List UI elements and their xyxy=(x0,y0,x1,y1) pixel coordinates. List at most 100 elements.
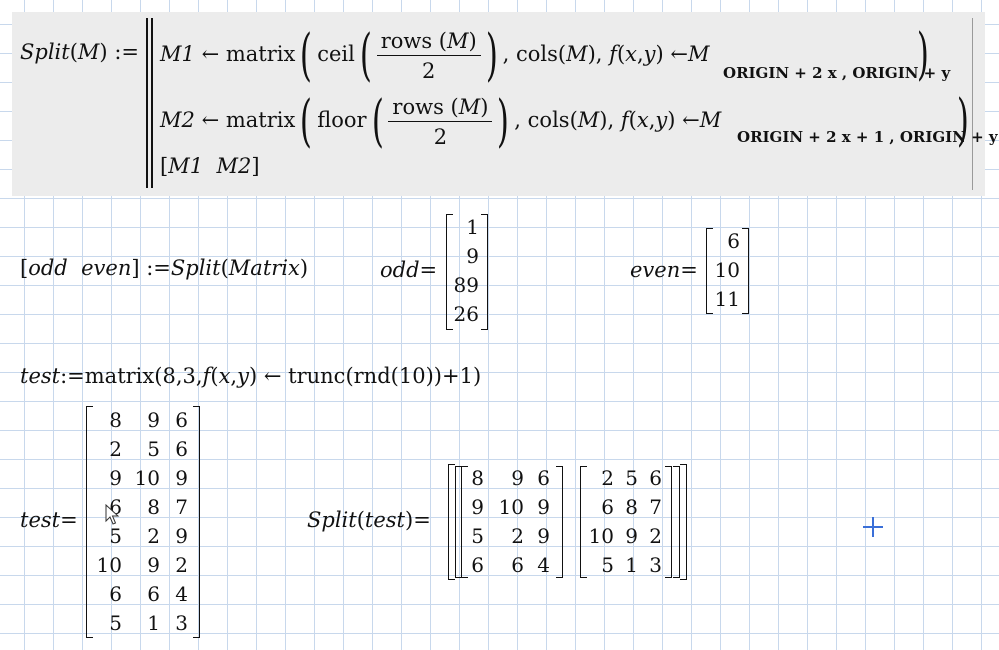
rows-arg: 8 xyxy=(162,364,176,388)
split-m2-cell: 3 xyxy=(649,553,662,577)
rparen-big: ) xyxy=(497,88,510,154)
divisor: 2 xyxy=(422,58,436,83)
split-definition-region[interactable] xyxy=(12,12,985,196)
comma: , xyxy=(607,108,615,132)
program-line-3[interactable]: [M1 M2] xyxy=(160,154,260,178)
test-var: test xyxy=(20,508,61,532)
test-matrix-cell: 2 xyxy=(147,524,160,548)
even-cell: 11 xyxy=(714,287,740,311)
program-line-1[interactable]: M1 ← matrix(ceil(rows (M)2), cols(M), f(… xyxy=(160,22,710,88)
matrix-fn: matrix xyxy=(225,42,296,66)
split-outer-left-bracket xyxy=(448,464,455,580)
x-var: x xyxy=(218,364,231,388)
split-m2-cell: 8 xyxy=(625,495,638,519)
test-matrix-cell: 4 xyxy=(175,582,188,606)
m-arg: M xyxy=(577,108,600,132)
m2-var: M2 xyxy=(216,154,252,178)
split-m2-cell: 5 xyxy=(601,553,614,577)
odd-cell: 89 xyxy=(453,273,479,297)
divisor: 2 xyxy=(433,124,448,149)
rnd-arg: 10 xyxy=(398,364,426,388)
test-matrix-cell: 2 xyxy=(175,553,188,577)
split-outer-right-bracket-inner xyxy=(673,466,680,578)
assign-operator: := xyxy=(60,364,85,388)
odd-cell: 9 xyxy=(466,244,479,268)
test-definition[interactable]: test:=matrix(8,3,f(x,y) ← trunc(rnd(10))… xyxy=(20,364,482,388)
split-m2-cell: 7 xyxy=(649,495,662,519)
split-m1-cell: 9 xyxy=(537,495,550,519)
program-bar-inner xyxy=(151,18,153,188)
test-matrix-cell: 6 xyxy=(147,582,160,606)
m2-left-bracket xyxy=(580,466,587,578)
test-matrix-cell: 8 xyxy=(109,408,122,432)
test-matrix-cell: 8 xyxy=(147,495,160,519)
split-m2-cell: 6 xyxy=(649,466,662,490)
local-assign-arrow: ← xyxy=(201,108,220,132)
test-matrix-cell: 10 xyxy=(134,466,160,490)
odd-var: odd xyxy=(380,258,420,282)
test-matrix-cell: 3 xyxy=(175,611,188,635)
rows-over-2-fraction: rows (M)2 xyxy=(388,94,493,150)
rparen-big: ) xyxy=(956,88,969,153)
rows-fn: rows xyxy=(392,94,444,119)
y-var: y xyxy=(237,364,249,388)
split-arg: M xyxy=(77,40,100,64)
split-m1-cell: 9 xyxy=(511,466,524,490)
test-matrix-cell: 7 xyxy=(175,495,188,519)
eq-operator: = xyxy=(419,258,438,282)
odd-matrix-right-bracket xyxy=(481,214,488,330)
split-m1-cell: 10 xyxy=(498,495,524,519)
rparen-big: ) xyxy=(485,22,498,88)
split-m2-cell: 5 xyxy=(625,466,638,490)
eq-operator: = xyxy=(680,258,698,282)
lparen-big: ( xyxy=(300,22,313,88)
even-cell: 10 xyxy=(714,258,740,282)
even-result-label[interactable]: even= xyxy=(630,258,698,282)
even-matrix-right-bracket xyxy=(742,228,749,314)
split-m1-cell: 5 xyxy=(471,524,484,548)
m2-right-bracket xyxy=(665,466,672,578)
test-matrix-cell: 6 xyxy=(175,408,188,432)
odd-matrix-left-bracket xyxy=(446,214,453,330)
split-definition-lhs[interactable]: Split(M) := xyxy=(20,40,139,64)
split-fn-name: Split xyxy=(20,40,70,64)
lparen-big: ( xyxy=(300,88,313,154)
test-var: test xyxy=(20,364,61,388)
comma: , xyxy=(230,364,238,388)
floor-fn: floor xyxy=(317,108,367,132)
split-fn-name: Split xyxy=(170,256,221,280)
split-m2-cell: 2 xyxy=(649,524,662,548)
program-line-2[interactable]: M2 ← matrix(floor(rows (M)2), cols(M), f… xyxy=(160,88,722,154)
m1-var: M1 xyxy=(160,42,195,66)
split-call-expression[interactable]: [odd even] :=Split(Matrix) xyxy=(20,256,309,280)
f-var: f xyxy=(202,364,211,388)
odd-result-label[interactable]: odd= xyxy=(380,258,437,282)
x-var: x xyxy=(625,42,637,66)
split-fn-name: Split xyxy=(307,508,357,532)
split-test-label[interactable]: Split(test)= xyxy=(307,508,431,532)
assign-operator: := xyxy=(146,256,171,280)
matrix-fn: matrix xyxy=(225,108,296,132)
eq-operator: = xyxy=(413,508,431,532)
split-m1-cell: 6 xyxy=(537,466,550,490)
comma: , xyxy=(636,42,644,66)
even-var: even xyxy=(630,258,681,282)
y-var: y xyxy=(643,42,656,66)
comma: , xyxy=(514,108,521,132)
rparen: ) xyxy=(99,40,108,64)
odd-cell: 1 xyxy=(466,215,479,239)
test-matrix-cell: 5 xyxy=(147,437,160,461)
test-matrix-right-bracket xyxy=(193,406,200,638)
split-m1-cell: 9 xyxy=(471,495,484,519)
test-result-label[interactable]: test= xyxy=(20,508,78,532)
even-cell: 6 xyxy=(727,229,740,253)
line2-subscript: ORIGIN + 2 x + 1 , ORIGIN + y xyxy=(737,128,998,146)
f-var: f xyxy=(609,42,617,66)
split-outer-left-bracket-inner xyxy=(455,466,462,578)
m-index-base: M xyxy=(699,108,722,132)
comma: , xyxy=(175,364,183,388)
test-matrix-cell: 9 xyxy=(175,524,188,548)
local-assign-arrow: ← xyxy=(682,108,700,132)
split-m2-cell: 9 xyxy=(625,524,638,548)
cols-arg: 3 xyxy=(182,364,196,388)
